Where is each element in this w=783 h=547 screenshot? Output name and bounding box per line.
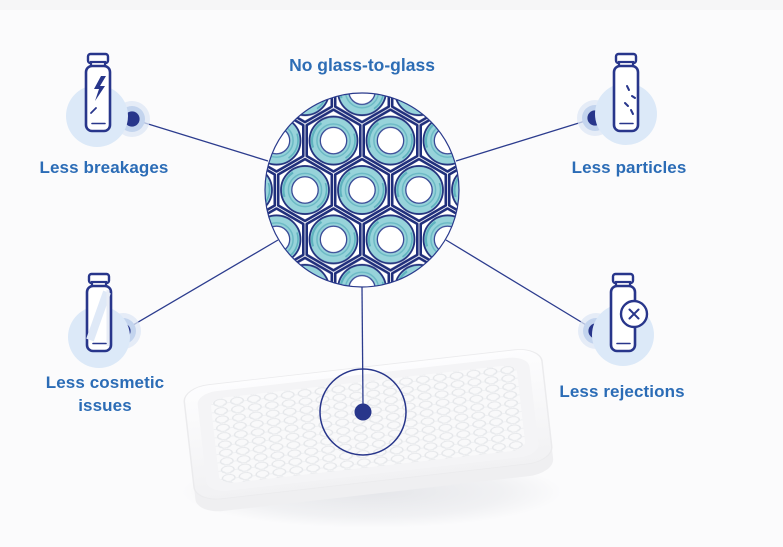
vial-crack-icon bbox=[66, 52, 128, 147]
connector-line-tray bbox=[361, 286, 364, 407]
vial-particles-icon bbox=[595, 52, 657, 145]
callout-label-particles: Less particles bbox=[571, 158, 687, 177]
callout-label-rejections: Less rejections bbox=[559, 382, 685, 401]
callout-label-cosmetic: Less cosmetic issues bbox=[45, 373, 165, 415]
connector-line-particles bbox=[455, 117, 596, 162]
vial-rejected-icon bbox=[592, 272, 654, 366]
reject-badge-icon bbox=[619, 299, 649, 329]
vial-sheen-icon bbox=[68, 272, 130, 368]
tray-lens-marker bbox=[319, 368, 407, 456]
connector-line-rejections bbox=[445, 239, 597, 332]
diagram-title: No glass-to-glass bbox=[289, 55, 435, 75]
connector-line-breakages bbox=[131, 118, 269, 162]
connector-line-cosmetic bbox=[122, 239, 279, 332]
vial-tray bbox=[182, 349, 562, 528]
top-strip bbox=[0, 0, 783, 10]
magnified-circle bbox=[264, 92, 460, 288]
connector-lines bbox=[122, 117, 597, 407]
callout-label-breakages: Less breakages bbox=[39, 158, 169, 177]
